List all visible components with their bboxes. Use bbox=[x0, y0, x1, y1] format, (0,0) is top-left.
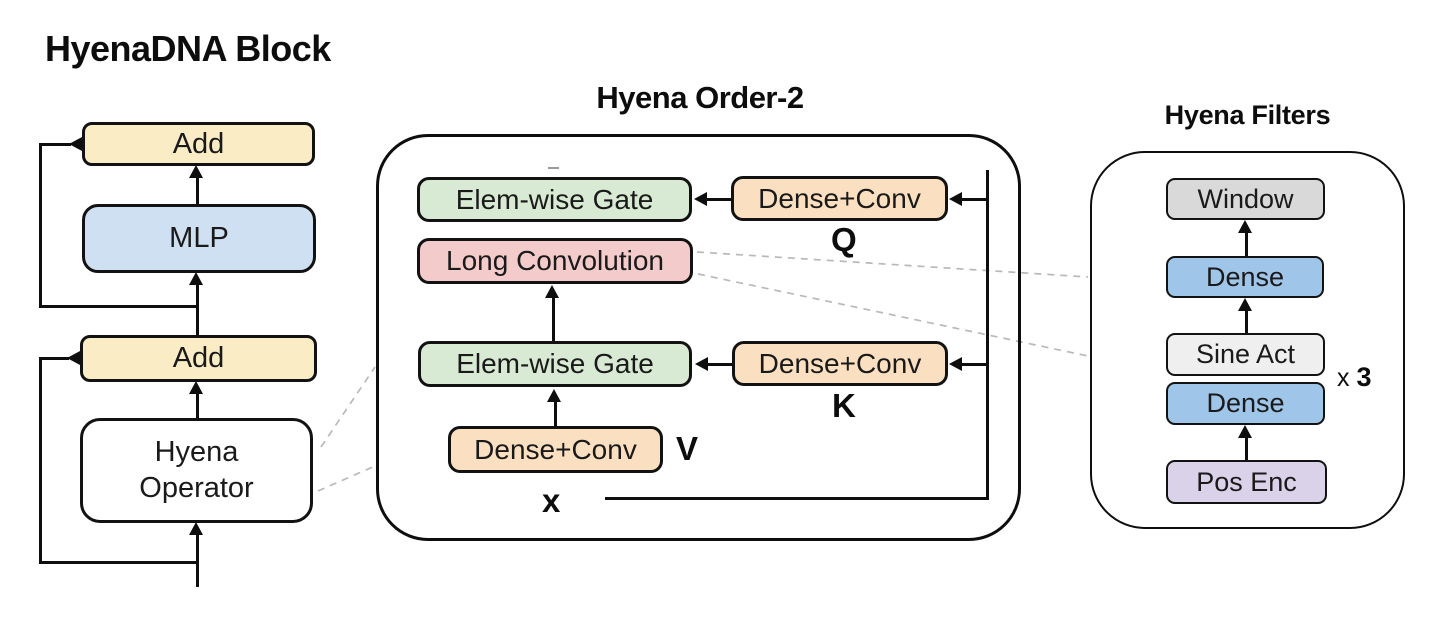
output-stub bbox=[548, 167, 559, 169]
line-add2-to-mlp bbox=[195, 283, 199, 335]
arrowhead-feed-to-q bbox=[949, 192, 962, 206]
x-input-line bbox=[605, 497, 988, 500]
arrowhead-operator-to-add2 bbox=[189, 381, 203, 394]
hyena-filters-container bbox=[1090, 151, 1405, 529]
feed-vertical-line bbox=[985, 170, 989, 500]
dense-conv-q-label: Dense+Conv bbox=[758, 182, 921, 214]
pos-enc-label: Pos Enc bbox=[1196, 466, 1297, 497]
hyena-operator-line2: Operator bbox=[139, 471, 254, 504]
residual2-rail-line bbox=[39, 357, 42, 564]
line-operator-to-add2 bbox=[195, 392, 199, 418]
dense-conv-v-box: Dense+Conv bbox=[448, 426, 663, 473]
arrowhead-dense1-to-window bbox=[1238, 220, 1252, 233]
arrowhead-v-to-gate2 bbox=[547, 389, 561, 402]
residual2-entry-line bbox=[39, 356, 69, 360]
dense-conv-k-box: Dense+Conv bbox=[732, 341, 948, 386]
arrowhead-residual1-into-add bbox=[69, 137, 82, 151]
add-bottom-label: Add bbox=[172, 342, 225, 374]
line-feed-to-q bbox=[960, 197, 987, 201]
hyena-operator-box: Hyena Operator bbox=[80, 418, 313, 523]
dense-bottom-box: Dense bbox=[1166, 382, 1325, 425]
pos-enc-box: Pos Enc bbox=[1166, 460, 1327, 504]
hyena-order2-title: Hyena Order-2 bbox=[596, 80, 804, 115]
add-top-label: Add bbox=[172, 127, 225, 160]
line-input-to-operator bbox=[195, 533, 199, 587]
arrowhead-residual2-into-add2 bbox=[67, 351, 80, 365]
dashed-line-operator-to-order2-bottom bbox=[317, 465, 376, 492]
dense-top-label: Dense bbox=[1205, 261, 1285, 292]
add-bottom-box: Add bbox=[80, 335, 317, 382]
line-feed-to-k bbox=[960, 362, 987, 366]
hyena-operator-line1: Hyena bbox=[154, 436, 239, 469]
hyenadna-block-title: HyenaDNA Block bbox=[45, 28, 331, 69]
elem-wise-gate-bottom-box: Elem-wise Gate bbox=[418, 341, 692, 387]
line-mlp-to-add bbox=[195, 176, 199, 204]
dense-conv-k-label: Dense+Conv bbox=[758, 347, 922, 379]
x-input-label: x bbox=[542, 482, 561, 519]
arrowhead-mlp-to-add bbox=[189, 165, 203, 178]
arrowhead-add2-to-mlp bbox=[189, 272, 203, 285]
add-top-box: Add bbox=[82, 122, 315, 166]
line-sine-to-dense1 bbox=[1244, 309, 1248, 333]
line-v-to-gate2 bbox=[553, 400, 557, 426]
residual1-rail-line bbox=[39, 143, 42, 308]
repeat-x3-prefix: x bbox=[1337, 364, 1357, 392]
repeat-x3-label: x 3 bbox=[1337, 362, 1371, 393]
elem-wise-gate-top-label: Elem-wise Gate bbox=[455, 183, 654, 215]
dense-conv-q-box: Dense+Conv bbox=[731, 176, 948, 221]
k-label: K bbox=[832, 387, 856, 424]
arrowhead-gate2-to-longconv bbox=[545, 285, 559, 298]
long-convolution-label: Long Convolution bbox=[446, 245, 664, 276]
residual1-entry-line bbox=[39, 142, 71, 146]
dense-bottom-label: Dense bbox=[1206, 388, 1285, 418]
dense-conv-v-label: Dense+Conv bbox=[474, 433, 637, 465]
arrowhead-k-to-gate2 bbox=[695, 357, 708, 371]
window-box: Window bbox=[1166, 178, 1325, 220]
long-convolution-box: Long Convolution bbox=[417, 238, 693, 284]
residual2-branch-line bbox=[39, 561, 197, 564]
elem-wise-gate-top-box: Elem-wise Gate bbox=[417, 177, 692, 222]
arrowhead-sine-to-dense1 bbox=[1238, 298, 1252, 311]
line-k-to-gate2 bbox=[707, 362, 732, 366]
dense-top-box: Dense bbox=[1166, 256, 1324, 298]
arrowhead-posenc-to-dense2 bbox=[1238, 425, 1252, 438]
line-posenc-to-dense2 bbox=[1244, 436, 1248, 460]
window-label: Window bbox=[1197, 183, 1294, 214]
mlp-label: MLP bbox=[169, 222, 229, 254]
arrowhead-input-to-operator bbox=[189, 522, 203, 535]
hyena-operator-label: Hyena Operator bbox=[139, 435, 253, 506]
residual1-branch-line bbox=[39, 305, 197, 308]
sine-act-box: Sine Act bbox=[1166, 333, 1325, 376]
line-dense1-to-window bbox=[1244, 231, 1248, 256]
v-label: V bbox=[676, 430, 699, 467]
sine-act-label: Sine Act bbox=[1195, 339, 1296, 369]
elem-wise-gate-bottom-label: Elem-wise Gate bbox=[456, 348, 654, 379]
repeat-x3-count: 3 bbox=[1356, 362, 1372, 392]
mlp-box: MLP bbox=[82, 204, 316, 273]
hyena-filters-title: Hyena Filters bbox=[1164, 100, 1331, 130]
dashed-line-operator-to-order2-top bbox=[320, 366, 376, 448]
line-gate2-to-longconv bbox=[551, 296, 555, 341]
line-q-to-gate bbox=[706, 197, 731, 201]
arrowhead-feed-to-k bbox=[949, 357, 962, 371]
q-label: Q bbox=[831, 221, 857, 258]
hyena-order2-container bbox=[376, 134, 1021, 541]
arrowhead-q-to-gate bbox=[694, 192, 707, 206]
